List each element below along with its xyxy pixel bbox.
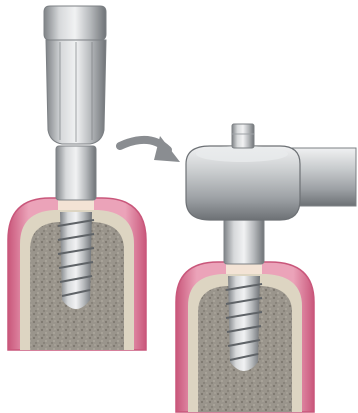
- driver-head: [44, 6, 106, 40]
- panel-step-2: [176, 124, 356, 412]
- implant-left: [58, 212, 94, 309]
- implant-mount-right: [224, 218, 264, 264]
- implant-right: [226, 276, 262, 371]
- panel-step-1: [8, 6, 146, 350]
- torque-wrench: [186, 124, 356, 220]
- implant-mount-left: [56, 146, 96, 200]
- curved-arrow-icon: [120, 136, 180, 162]
- wrench-hex-cap: [232, 124, 254, 148]
